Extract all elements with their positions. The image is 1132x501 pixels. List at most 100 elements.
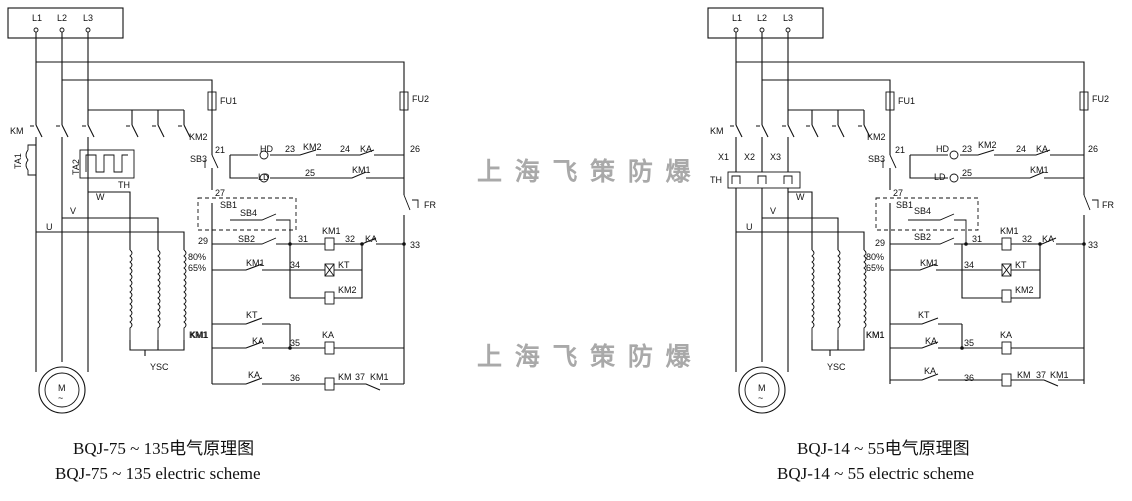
node-21: 21: [895, 145, 905, 155]
node-26: 26: [410, 144, 420, 154]
fr-label: FR: [1102, 200, 1114, 210]
km2-contact-label: KM2: [303, 142, 322, 152]
watermark-bottom: 上 海 飞 策 防 爆: [477, 342, 693, 371]
kt-label: KT: [1015, 260, 1027, 270]
watermark-top: 上 海 飞 策 防 爆: [477, 157, 693, 186]
node-23: 23: [285, 144, 295, 154]
hd-lamp-icon: [949, 150, 959, 160]
km1-bottom-label: KM1: [189, 330, 208, 340]
km-coil-label: KM: [338, 372, 352, 382]
fu1-label: FU1: [220, 96, 237, 106]
node-23: 23: [962, 144, 972, 154]
node-24: 24: [340, 144, 350, 154]
motor-label: M: [758, 383, 766, 393]
motor-icon: [738, 366, 786, 414]
ld-label: LD: [934, 172, 946, 182]
l1-label: L1: [32, 13, 42, 23]
km1-coil-icon: [324, 237, 335, 251]
tap-80-label: 80%: [188, 252, 206, 262]
th-label: TH: [118, 180, 130, 190]
th-box: [727, 171, 801, 189]
ka-coil-icon: [324, 341, 335, 355]
ka-row3-label: KA: [365, 234, 377, 244]
kt-row6-label: KT: [246, 310, 258, 320]
kt-coil-icon: [1001, 263, 1012, 277]
km1-bottom-label: KM1: [866, 330, 885, 340]
sb2-label: SB2: [914, 232, 931, 242]
tap-65-label: 65%: [866, 263, 884, 273]
km2-coil-icon: [1001, 289, 1012, 303]
sb4-label: SB4: [240, 208, 257, 218]
ka-coil-label: KA: [322, 330, 334, 340]
l3-label: L3: [83, 13, 93, 23]
node-35: 35: [964, 338, 974, 348]
th-label: TH: [710, 175, 722, 185]
fr-label: FR: [424, 200, 436, 210]
right-schematic: L1 L2 L3 KM KM2 X1 X2 X3 TH W V U 80% 65…: [707, 7, 1114, 483]
ka-contact-label: KA: [360, 144, 372, 154]
supply-box: [7, 7, 124, 39]
svg-text:~: ~: [58, 393, 63, 403]
kt-row6-label: KT: [918, 310, 930, 320]
km1-contact-label: KM1: [352, 165, 371, 175]
node-29: 29: [875, 238, 885, 248]
x1-label: X1: [718, 152, 729, 162]
sb1-label: SB1: [220, 200, 237, 210]
node-26: 26: [1088, 144, 1098, 154]
motor-icon: [38, 366, 86, 414]
l2-label: L2: [757, 13, 767, 23]
node-34: 34: [964, 260, 974, 270]
node-32: 32: [345, 234, 355, 244]
km-coil-icon: [324, 377, 335, 391]
ysc-label: YSC: [827, 362, 846, 372]
node-29: 29: [198, 236, 208, 246]
ka-row3-label: KA: [1042, 234, 1054, 244]
km-coil-label: KM: [1017, 370, 1031, 380]
km2-coil-icon: [324, 291, 335, 305]
l1-label: L1: [732, 13, 742, 23]
node-27: 27: [215, 188, 225, 198]
ka-row7-label: KA: [252, 336, 264, 346]
km1-coil-label: KM1: [1000, 226, 1019, 236]
node-24: 24: [1016, 144, 1026, 154]
node-31: 31: [972, 234, 982, 244]
hd-label: HD: [260, 144, 273, 154]
node-31: 31: [298, 234, 308, 244]
node-25: 25: [962, 168, 972, 178]
sb2-label: SB2: [238, 234, 255, 244]
tap-80-label: 80%: [866, 252, 884, 262]
km2-label: KM2: [189, 132, 208, 142]
l2-label: L2: [57, 13, 67, 23]
ta1-label: TA1: [13, 153, 23, 169]
kt-coil-icon: [324, 263, 335, 277]
node-33: 33: [1088, 240, 1098, 250]
sb-button-box: [197, 197, 297, 231]
v-label: V: [70, 206, 76, 216]
fu2-label: FU2: [1092, 94, 1109, 104]
left-caption-cn: BQJ-75 ~ 135电气原理图: [73, 439, 254, 458]
km1-row6-label: KM1: [866, 330, 885, 340]
km1-row8-label: KM1: [370, 372, 389, 382]
fu2-label: FU2: [412, 94, 429, 104]
node-25: 25: [305, 168, 315, 178]
hd-lamp-icon: [259, 150, 269, 160]
km-label: KM: [10, 126, 24, 136]
ka-row7-label: KA: [925, 336, 937, 346]
km2-label: KM2: [867, 132, 886, 142]
ld-lamp-icon: [259, 173, 269, 183]
x2-label: X2: [744, 152, 755, 162]
node-36: 36: [290, 373, 300, 383]
ka-contact-label: KA: [1036, 144, 1048, 154]
motor-label: M: [58, 383, 66, 393]
node-37: 37: [355, 372, 365, 382]
km-coil-icon: [1001, 373, 1012, 387]
km2-coil-label: KM2: [338, 285, 357, 295]
ld-lamp-icon: [949, 173, 959, 183]
fu1-label: FU1: [898, 96, 915, 106]
ka-row8-label: KA: [248, 370, 260, 380]
kt-label: KT: [338, 260, 350, 270]
sb4-label: SB4: [914, 206, 931, 216]
ld-label: LD: [258, 172, 270, 182]
sb-button-box: [875, 197, 979, 231]
tap-65-label: 65%: [188, 263, 206, 273]
